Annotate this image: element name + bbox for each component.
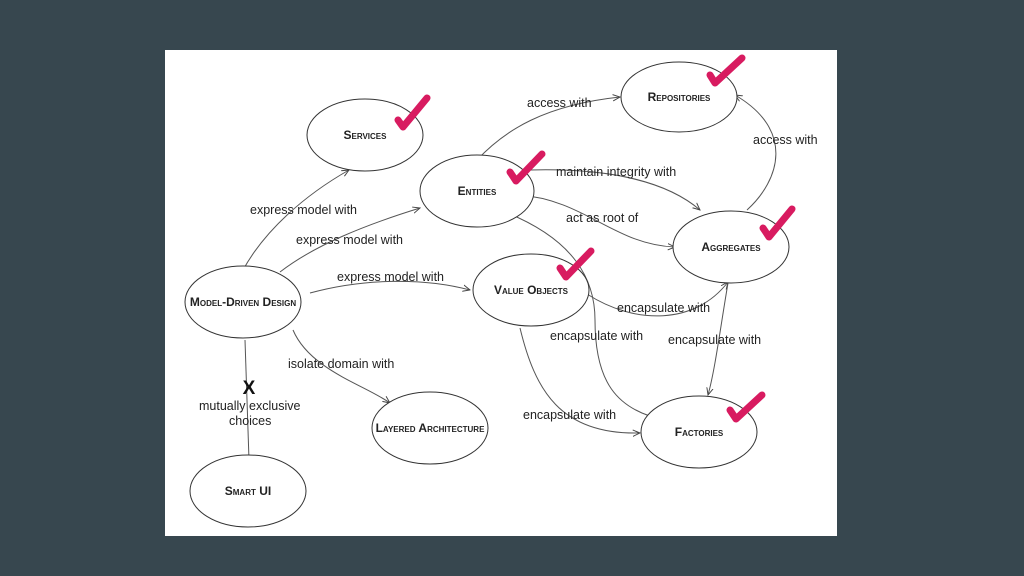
edge-value-objects-aggregates: [586, 282, 728, 317]
edge-labels: express model with express model with ex…: [199, 96, 818, 428]
edge-entities-repositories: [476, 97, 620, 161]
label-mdd-services: express model with: [250, 203, 357, 217]
check-icon-factories: [726, 391, 766, 423]
node-factories-label: Factories: [675, 425, 724, 439]
edge-mdd-smart-ui: [244, 339, 250, 461]
label-mdd-entities: express model with: [296, 233, 403, 247]
edge-mdd-layered: [292, 329, 390, 403]
node-model-driven-label: Model-Driven Design: [190, 295, 296, 309]
label-value-objects-aggregates: encapsulate with: [617, 301, 710, 315]
node-model-driven-design[interactable]: Model-Driven Design: [184, 265, 302, 339]
ddd-navigation-map: express model with express model with ex…: [184, 54, 818, 528]
node-services-label: Services: [344, 128, 388, 142]
node-factories[interactable]: Factories: [640, 395, 758, 469]
node-services[interactable]: Services: [306, 98, 424, 172]
label-entities-factories: encapsulate with: [550, 329, 643, 343]
node-repositories-label: Repositories: [648, 90, 711, 104]
label-entities-aggregates-root: act as root of: [566, 211, 639, 225]
cross-mark: X: [243, 378, 256, 399]
check-icon-services: [394, 94, 431, 131]
edge-aggregates-repositories: [735, 95, 777, 211]
node-layered-label: Layered Architecture: [376, 421, 485, 435]
edge-mdd-entities: [279, 208, 420, 273]
label-choices: choices: [229, 414, 271, 428]
slide: express model with express model with ex…: [165, 50, 837, 536]
edge-mdd-services: [242, 170, 349, 271]
label-mdd-value-objects: express model with: [337, 270, 444, 284]
node-smart-ui-label: Smart UI: [225, 484, 271, 498]
node-layered-architecture[interactable]: Layered Architecture: [371, 391, 489, 465]
node-entities[interactable]: Entities: [419, 154, 535, 228]
edge-value-objects-factories: [519, 327, 640, 433]
label-value-objects-factories: encapsulate with: [523, 408, 616, 422]
edge-entities-factories: [504, 211, 665, 420]
node-entities-label: Entities: [458, 184, 497, 198]
node-smart-ui[interactable]: Smart UI: [189, 454, 307, 528]
node-value-objects-label: Value Objects: [494, 283, 569, 297]
edge-mdd-value-objects: [309, 280, 470, 294]
node-aggregates-label: Aggregates: [701, 240, 761, 254]
label-entities-aggregates-integrity: maintain integrity with: [556, 165, 676, 179]
check-icon-entities: [506, 150, 546, 185]
check-icon-repositories: [706, 54, 746, 87]
edges: [242, 95, 777, 461]
label-aggregates-repositories: access with: [753, 133, 818, 147]
check-marks: [394, 54, 796, 423]
check-icon-value-objects: [556, 247, 595, 281]
edge-entities-aggregates-root: [519, 194, 675, 247]
label-mdd-layered: isolate domain with: [288, 357, 394, 371]
node-value-objects[interactable]: Value Objects: [472, 253, 590, 327]
edge-aggregates-factories: [708, 282, 729, 395]
node-repositories[interactable]: Repositories: [620, 61, 738, 133]
label-aggregates-factories: encapsulate with: [668, 333, 761, 347]
edge-entities-aggregates-integrity: [529, 169, 700, 210]
label-entities-repositories: access with: [527, 96, 592, 110]
check-icon-aggregates: [759, 205, 796, 241]
nodes: Services Repositories Entities Aggregate…: [184, 61, 790, 528]
node-aggregates[interactable]: Aggregates: [672, 210, 790, 284]
label-mutually-exclusive: mutually exclusive: [199, 399, 300, 413]
